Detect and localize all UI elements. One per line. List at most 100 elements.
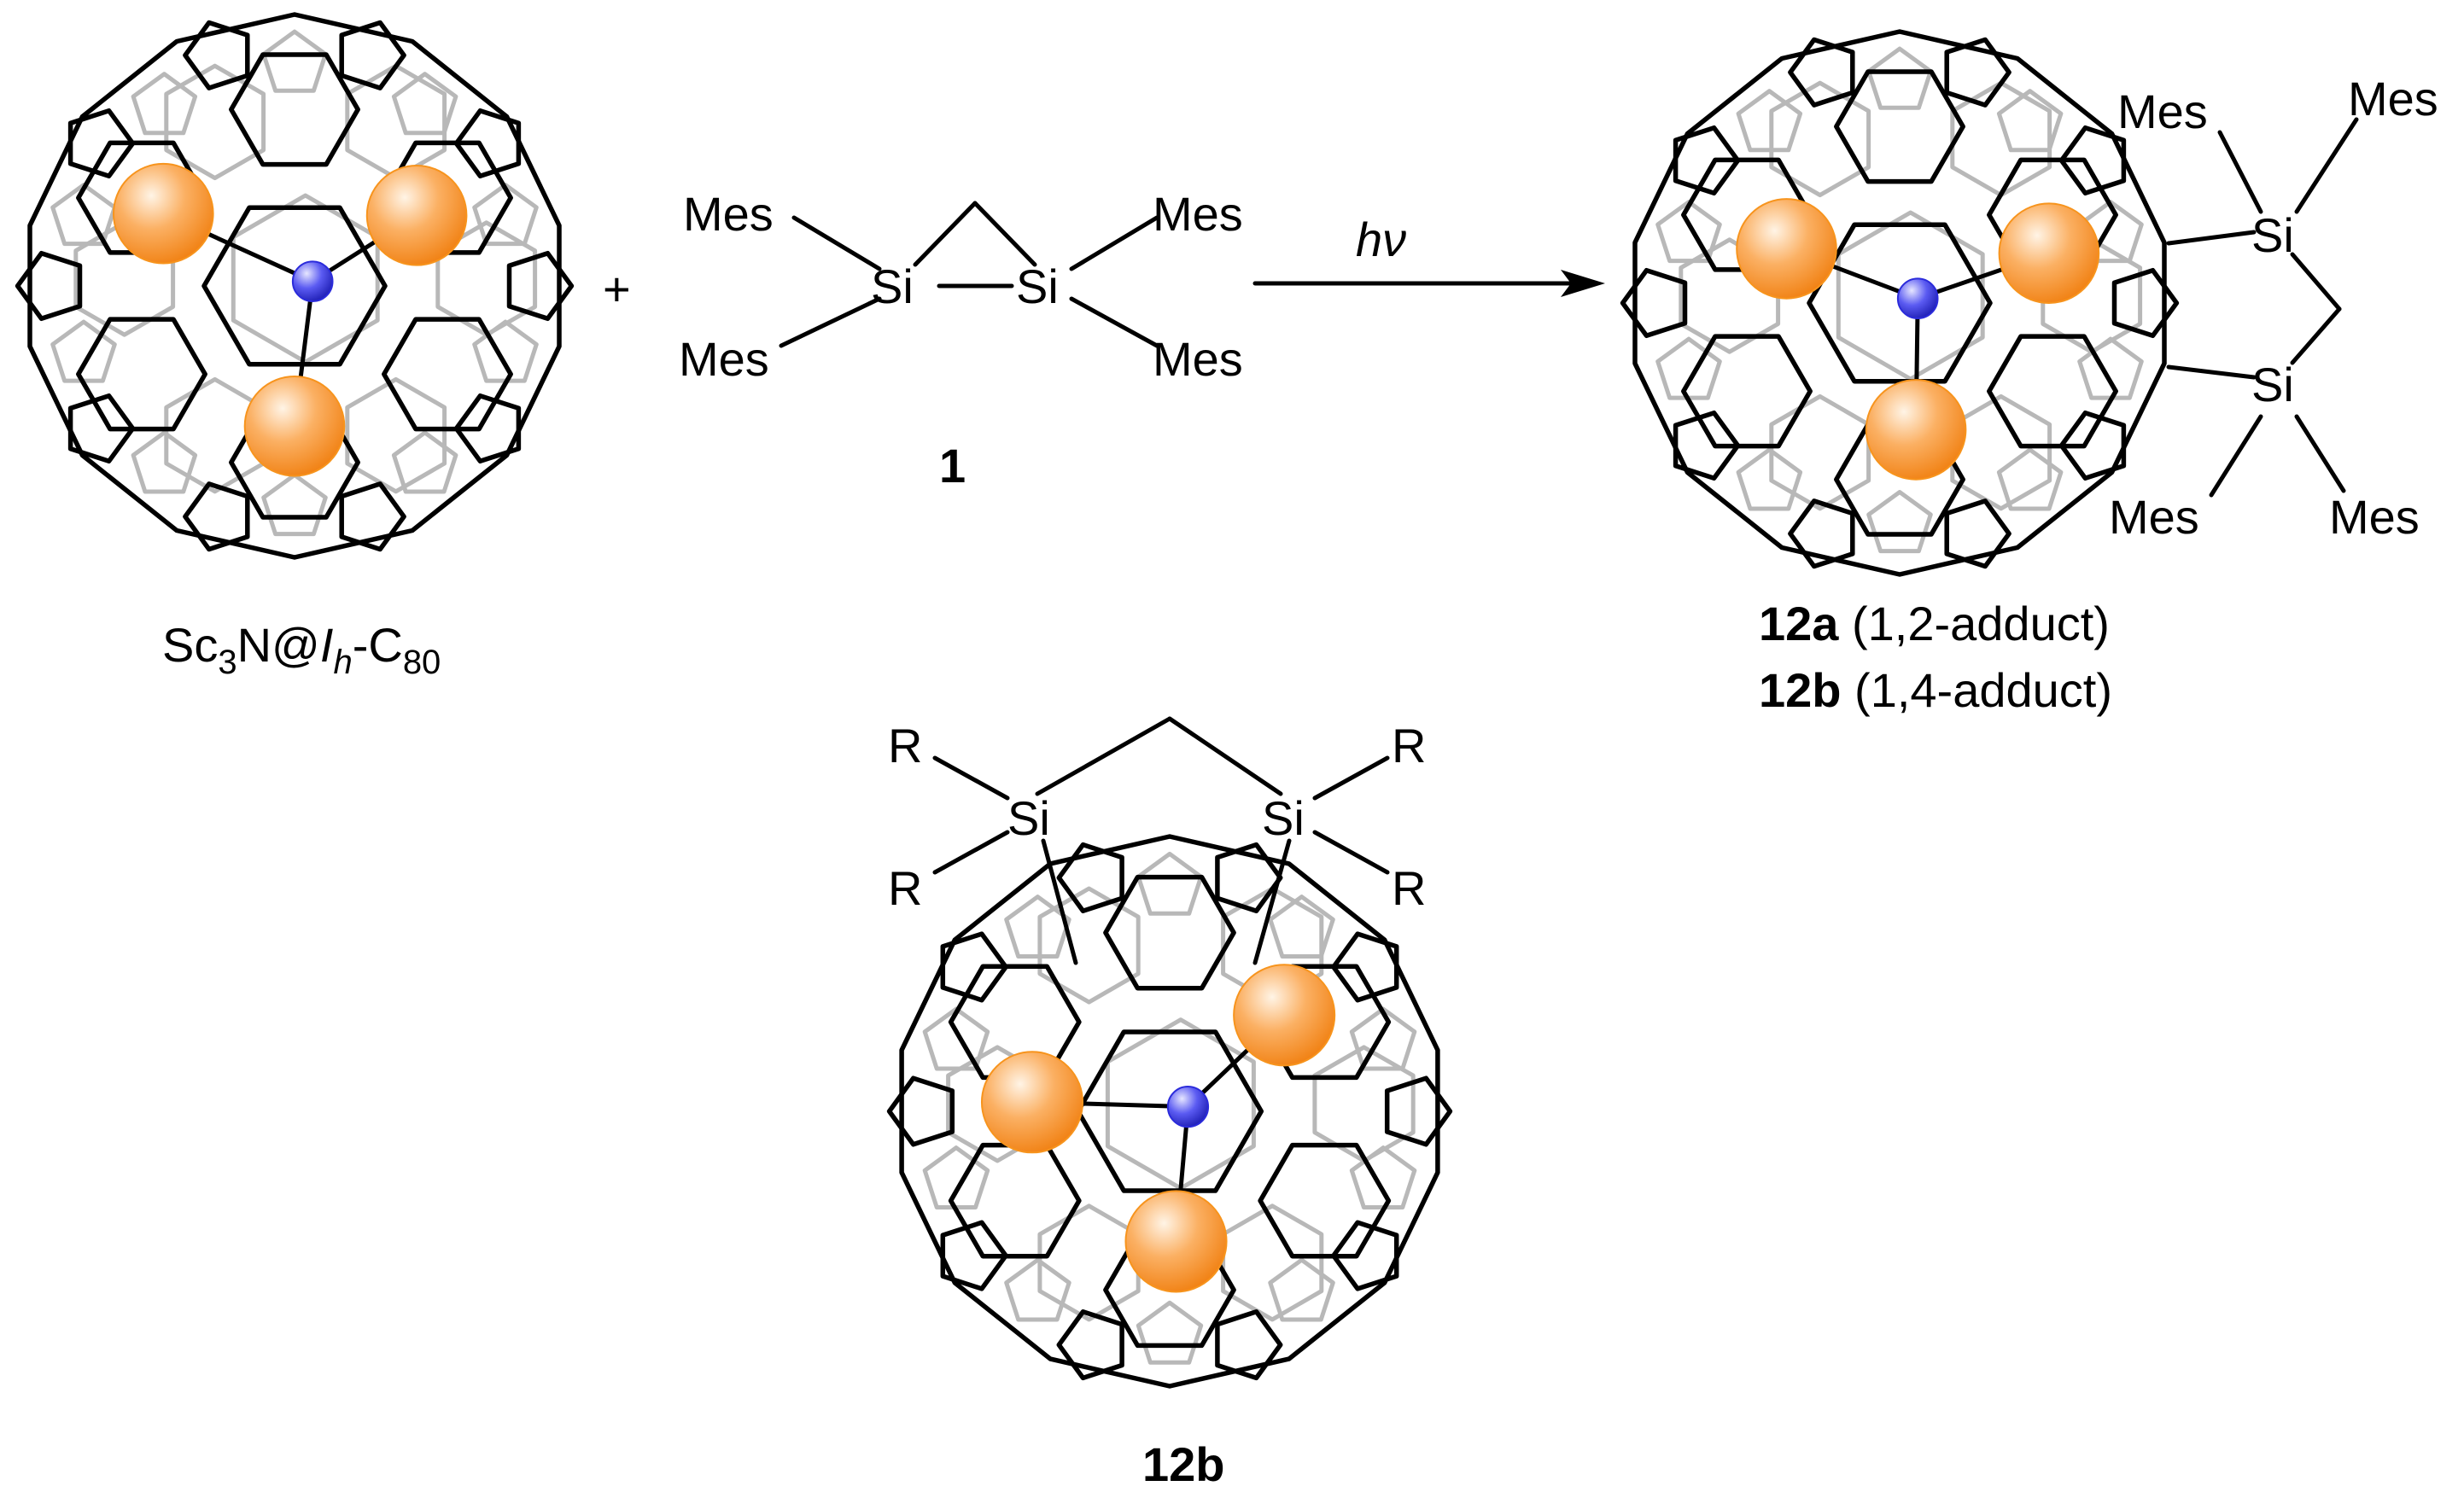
cage-front-pentagon xyxy=(1788,498,1855,569)
cage-back-pentagon xyxy=(1136,851,1204,916)
cage-back-pentagon xyxy=(391,72,458,136)
si-mes-bond xyxy=(791,215,882,271)
si-mes-bond xyxy=(2294,414,2346,493)
cage-front-pentagon xyxy=(1215,842,1283,913)
scandium-atom xyxy=(243,376,346,477)
cage-front-pentagon xyxy=(67,108,136,179)
cage-front-pentagon xyxy=(67,393,136,464)
cage-front-hexagon xyxy=(1681,334,1813,449)
cage-front-pentagon xyxy=(2058,125,2127,196)
cage-front-hexagon xyxy=(1834,69,1965,184)
disilirane-1: Mes Mes Mes Mes Si Si 1 xyxy=(679,187,1243,492)
cage-front-pentagon xyxy=(339,481,406,552)
cage-front-pentagon xyxy=(2058,410,2127,481)
nitrogen-atom xyxy=(291,260,334,303)
mes-label: Mes xyxy=(679,332,769,386)
cage-back-hexagon xyxy=(1769,80,1871,198)
cage-back-pentagon xyxy=(1655,200,1722,264)
si-atom: Si xyxy=(871,259,914,313)
scandium-atom xyxy=(1998,202,2100,305)
cage-back-pentagon xyxy=(391,430,458,494)
mes-label: Mes xyxy=(2117,85,2208,138)
mes-label: Mes xyxy=(1153,187,1243,241)
mes-label: Mes xyxy=(683,187,774,241)
cage-front-pentagon xyxy=(339,20,406,90)
cage-front-pentagon xyxy=(453,108,522,179)
fullerene-cage-adduct-12b xyxy=(886,834,1453,1389)
cage-front-pentagon xyxy=(1673,125,1741,196)
cage-front-pentagon xyxy=(183,481,250,552)
si-r-bond xyxy=(932,755,1010,801)
cage-back-hexagon xyxy=(345,376,447,494)
si-mes-bond xyxy=(779,296,882,348)
mes-label: Mes xyxy=(2329,490,2420,544)
cage-front-pentagon xyxy=(1331,1220,1399,1291)
cage-back-pentagon xyxy=(261,29,328,93)
cage-back-pentagon xyxy=(1268,1257,1335,1322)
fullerene-cage-product xyxy=(1620,29,2180,577)
si-ch2-bond xyxy=(2290,306,2342,365)
cage-front-hexagon xyxy=(948,1142,1082,1259)
cage-front-pentagon xyxy=(1788,37,1855,108)
cage-outline xyxy=(1632,29,2167,577)
adduct-disilane-bridge: R R R R Si Si xyxy=(888,716,1426,965)
cage-front-pentagon xyxy=(1384,1075,1453,1147)
arrow-label-hv: hν xyxy=(1356,213,1406,266)
cage-front-pentagon xyxy=(1331,931,1399,1003)
si-ch2-bond-right xyxy=(972,201,1037,267)
cage-outline xyxy=(27,12,562,560)
r-label: R xyxy=(888,719,922,772)
cage-front-pentagon xyxy=(1056,842,1124,913)
cage-back-pentagon xyxy=(1268,895,1335,959)
cage-front-pentagon xyxy=(1944,498,2011,569)
cage-front-hexagon xyxy=(1103,874,1236,991)
reactant-label: Sc3N@Ih-C80 xyxy=(162,618,441,681)
cage-front-hexagon xyxy=(201,205,388,367)
si-ch2-bond-left xyxy=(913,201,978,267)
cage-back-pentagon xyxy=(1866,46,1933,110)
scandium-atom xyxy=(980,1051,1084,1154)
arrow-head xyxy=(1561,270,1605,297)
cage-front-hexagon xyxy=(382,317,513,432)
cage-back-pentagon xyxy=(1996,447,2064,511)
mes-label: Mes xyxy=(1153,332,1243,386)
cage-front-hexagon xyxy=(1987,334,2118,449)
cage-back-pentagon xyxy=(1736,89,1803,153)
cage-front-hexagon xyxy=(1807,222,1993,384)
cage-back-pentagon xyxy=(1866,490,1933,554)
scandium-atom xyxy=(1736,198,1837,300)
product-disilane-bridge: Mes Mes Mes Mes Si Si xyxy=(2109,72,2438,544)
cage-front-pentagon xyxy=(940,931,1008,1003)
cage-front-pentagon xyxy=(1944,37,2011,108)
cage-back-pentagon xyxy=(472,183,539,247)
cage-front-pentagon xyxy=(453,393,522,464)
cage-front-pentagon xyxy=(2111,267,2180,339)
si-atom: Si xyxy=(1016,259,1059,313)
cage-back-pentagon xyxy=(50,183,117,247)
scandium-atom xyxy=(365,165,468,266)
cage-back-pentagon xyxy=(922,1006,990,1071)
cage-front-pentagon xyxy=(15,250,83,322)
nitrogen-atom xyxy=(1896,277,1939,320)
r-label: R xyxy=(1392,861,1426,915)
si-r-bond xyxy=(932,830,1010,875)
cage-front-hexagon xyxy=(76,317,207,432)
si-atom: Si xyxy=(2251,208,2294,262)
r-label: R xyxy=(888,861,922,915)
si-mes-bond xyxy=(2294,117,2359,214)
si-ch2-bond xyxy=(1167,716,1283,796)
si-mes-bond xyxy=(1069,296,1159,348)
si-ch2-bond xyxy=(1035,716,1172,796)
nitrogen-atom xyxy=(1166,1086,1210,1128)
si-atom: Si xyxy=(1007,791,1050,845)
cage-front-pentagon xyxy=(506,250,575,322)
si-ch2-bond xyxy=(2290,252,2342,312)
scandium-atom xyxy=(1124,1190,1228,1293)
cage-back-pentagon xyxy=(1136,1300,1204,1365)
si-r-bond xyxy=(1312,755,1390,801)
plus-sign: + xyxy=(603,262,631,316)
cage-back-pentagon xyxy=(261,473,328,537)
cage-outline xyxy=(899,834,1440,1389)
si-cage-bond xyxy=(1252,838,1292,965)
